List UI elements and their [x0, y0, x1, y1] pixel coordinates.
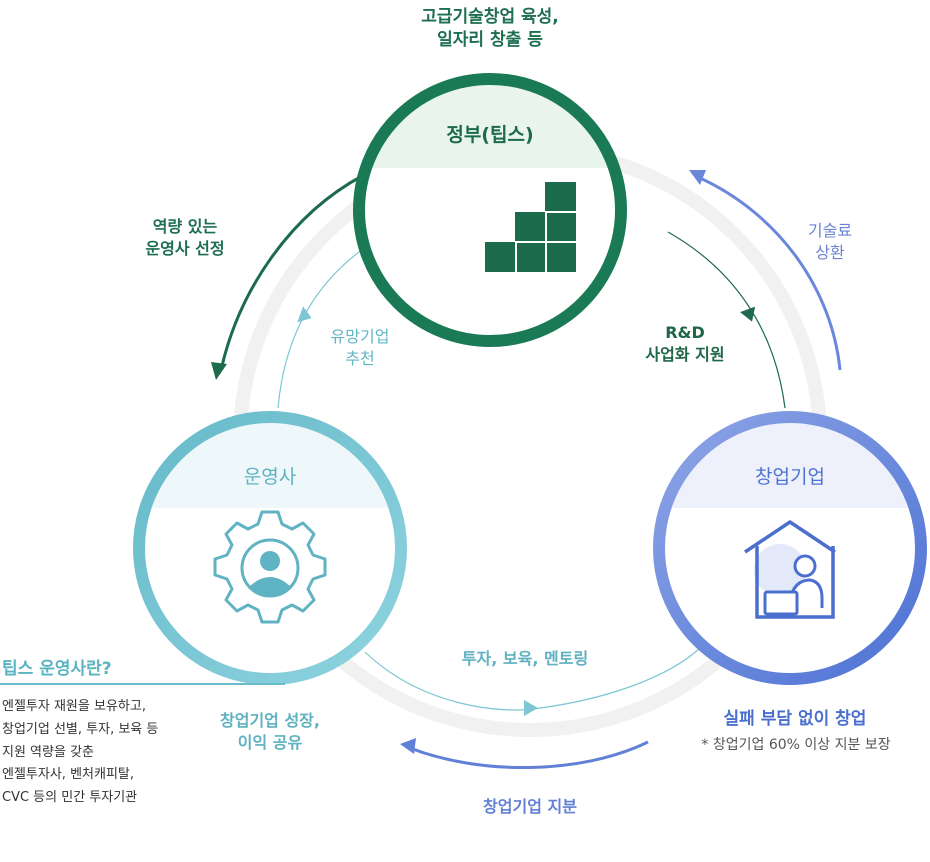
rnd-support-label: R&D 사업화 지원 — [645, 323, 725, 364]
gear-person-icon — [213, 510, 327, 624]
operator-node — [133, 411, 407, 685]
tips-info-description: 엔젤투자 재원을 보유하고, 창업기업 선별, 투자, 보육 등 지원 역량을 … — [2, 699, 159, 805]
select-operator-arrow — [220, 174, 363, 367]
growth-share-label: 창업기업 성장, 이익 공유 — [220, 711, 320, 752]
rnd-arrowhead — [740, 306, 756, 322]
recommend-arrowhead — [297, 306, 312, 323]
royalty-label: 기술료 상환 — [807, 221, 853, 262]
government-goal-caption: 고급기술창업 육성, 일자리 창출 등 — [421, 7, 559, 50]
recommend-label: 유망기업 추천 — [330, 327, 390, 368]
rnd-connector — [667, 231, 786, 409]
equity-label: 창업기업 지분 — [483, 797, 577, 816]
government-node — [353, 73, 627, 347]
tips-info-title: 팁스 운영사란? — [2, 659, 112, 679]
operator-title: 운영사 — [243, 466, 297, 488]
equity-arrowhead — [400, 738, 416, 754]
startup-node — [653, 411, 927, 685]
startup-benefit: 실패 부담 없이 창업 — [723, 709, 867, 729]
select-operator-arrowhead — [211, 362, 227, 380]
startup-benefit-note: * 창업기업 60% 이상 지분 보장 — [701, 737, 891, 753]
tips-info-divider — [0, 683, 285, 685]
invest-label: 투자, 보육, 멘토링 — [461, 649, 589, 668]
royalty-arrowhead — [689, 170, 706, 185]
house-laptop-person-icon — [744, 520, 836, 619]
stair-blocks-icon — [485, 182, 576, 272]
royalty-arrow — [699, 176, 842, 371]
government-title: 정부(팁스) — [446, 124, 534, 146]
select-operator-label: 역량 있는 운영사 선정 — [145, 217, 225, 258]
invest-arrowhead — [524, 700, 538, 716]
startup-title: 창업기업 — [755, 466, 825, 488]
invest-connector — [364, 647, 701, 711]
equity-arrow — [409, 740, 649, 769]
